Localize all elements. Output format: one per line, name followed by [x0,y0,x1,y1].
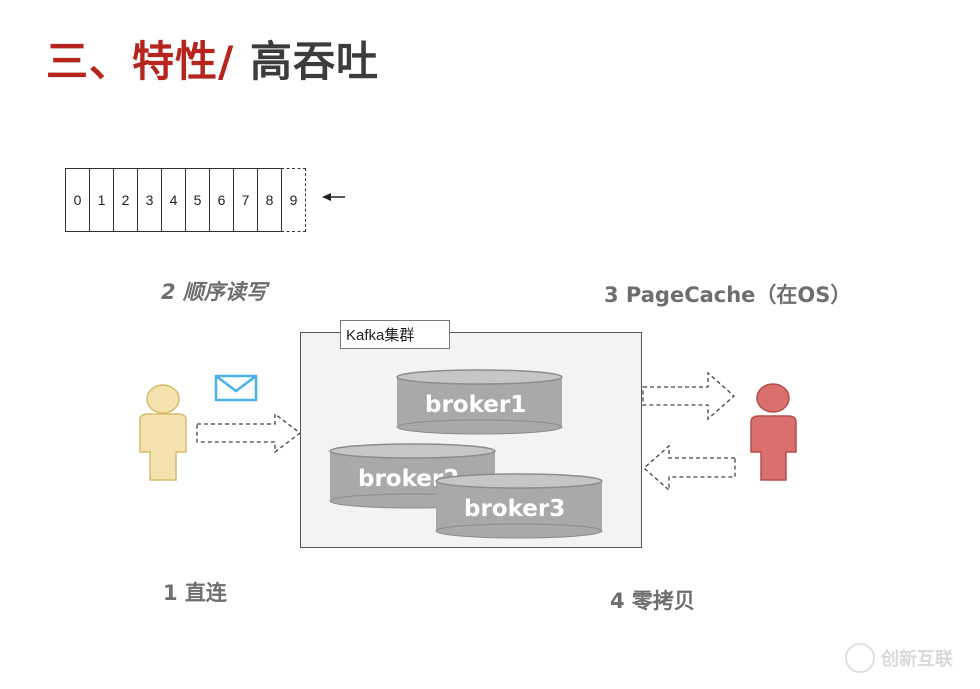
watermark: 创新互联 [845,643,953,673]
direct-connect-arrow [196,412,302,454]
title-main: 高吞吐 [234,37,379,86]
pagecache-out-arrow [642,371,735,421]
direct-connect-label: 1 直连 [163,581,227,605]
write-pointer-arrow [322,193,345,201]
watermark-text: 创新互联 [881,649,953,670]
envelope-icon [214,374,258,402]
broker3-cylinder [435,473,603,539]
watermark-logo-icon [845,643,875,673]
title-prefix: 三、特性/ [46,37,235,86]
consumer-person-icon [750,383,797,481]
kafka-cluster-tag: Kafka集群 [340,320,450,349]
zero-copy-label: 4 零拷贝 [610,589,695,613]
sequence-cell: 9 [281,168,306,232]
broker1-label: broker1 [425,392,527,418]
broker1-cylinder [396,369,563,435]
page-title: 三、特性/ 高吞吐 [46,28,379,89]
broker3-label: broker3 [464,496,566,522]
sequential-rw-label: 2 顺序读写 [161,280,267,304]
pagecache-label: 3 PageCache（在OS） [604,283,852,307]
producer-person-icon [139,384,187,481]
pagecache-in-arrow [643,444,736,492]
broker2-cylinder [329,443,496,509]
